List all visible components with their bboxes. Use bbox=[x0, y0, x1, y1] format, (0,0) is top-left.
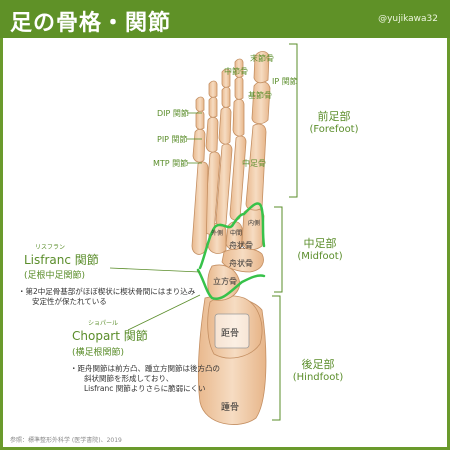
toe3-proximal bbox=[218, 106, 232, 145]
toe4-proximal bbox=[205, 116, 219, 153]
label-ip-joint: IP 関節 bbox=[272, 77, 298, 86]
chopart-subtitle: (横足根関節) bbox=[72, 348, 125, 358]
leader-lines bbox=[109, 112, 202, 331]
toe5-middle bbox=[195, 110, 205, 130]
label-lateral-cuneiform: 外側 bbox=[211, 230, 224, 237]
lisfranc-note: ・第2中足骨基部がほぼ楔状に楔状骨間にはまり込み 安定性が保たれている bbox=[18, 287, 195, 307]
talus-highlight bbox=[214, 313, 250, 349]
chopart-note-line3: Lisfranc 関節よりさらに脆弱にくい bbox=[84, 384, 206, 393]
title-bar: 足の骨格・関節 @yujikawa32 bbox=[0, 0, 450, 38]
joint-lines bbox=[196, 202, 266, 301]
lisfranc-leader bbox=[109, 267, 201, 273]
toe2-proximal bbox=[232, 98, 245, 137]
chopart-note: ・距舟関節は前方凸、踵立方関節は後方凸の 斜状関節を形成しており、 Lisfra… bbox=[70, 364, 220, 394]
toe5-proximal bbox=[192, 128, 206, 163]
label-calcaneus: 踵骨 bbox=[221, 403, 240, 413]
hallux-proximal-phalanx bbox=[251, 81, 271, 124]
label-navicular: 舟状骨 bbox=[229, 241, 253, 250]
lisfranc-note-line1: ・第2中足骨基部がほぼ楔状に楔状骨間にはまり込み bbox=[18, 287, 196, 296]
chopart-note-line1: ・距舟関節は前方凸、踵立方関節は後方凸の bbox=[70, 364, 220, 373]
author-handle: @yujikawa32 bbox=[378, 14, 438, 24]
middle-cuneiform-bone bbox=[225, 221, 243, 250]
toe3-distal bbox=[221, 68, 231, 88]
chopart-ruby: ショパール bbox=[88, 320, 119, 327]
label-middle-phalanx: 中節骨 bbox=[224, 67, 248, 76]
label-mtp-joint: MTP 関節 bbox=[153, 159, 189, 168]
chopart-title: Chopart 関節 bbox=[72, 329, 148, 343]
toe2-distal bbox=[234, 58, 244, 78]
region-hindfoot: 後足部 (Hindfoot) bbox=[288, 356, 348, 383]
label-dip-joint: DIP 関節 bbox=[157, 109, 189, 118]
label-metatarsal: 中足骨 bbox=[242, 159, 266, 168]
source-footnote: 参照：標準整形外科学 (医学書院)、2019 bbox=[10, 437, 122, 444]
region-hindfoot-jp: 後足部 bbox=[301, 358, 335, 371]
toe2-middle bbox=[234, 76, 244, 100]
lisfranc-subtitle: (足根中足関節) bbox=[24, 271, 86, 281]
toe4-distal bbox=[208, 80, 218, 98]
lisfranc-ruby: リスフラン bbox=[35, 244, 66, 251]
region-brackets bbox=[272, 43, 298, 421]
region-hindfoot-en: (Hindfoot) bbox=[292, 372, 344, 383]
forefoot-bracket bbox=[289, 43, 298, 198]
label-navicular-2: 舟状骨 bbox=[229, 259, 253, 268]
label-distal-phalanx: 末節骨 bbox=[250, 54, 274, 63]
chopart-leader bbox=[127, 294, 201, 331]
label-talus: 距骨 bbox=[221, 329, 240, 339]
metatarsal-5-bone bbox=[191, 161, 209, 255]
chopart-note-line2: 斜状関節を形成しており、 bbox=[84, 374, 174, 383]
region-forefoot-jp: 前足部 bbox=[317, 110, 351, 123]
toe3-middle bbox=[221, 86, 231, 108]
label-medial-cuneiform: 内側 bbox=[248, 220, 261, 227]
label-cuboid: 立方骨 bbox=[213, 277, 237, 286]
toe5-distal bbox=[195, 96, 205, 112]
region-midfoot: 中足部 (Midfoot) bbox=[290, 235, 350, 262]
metatarsal-2-bone bbox=[229, 135, 247, 221]
page-title: 足の骨格・関節 bbox=[10, 11, 172, 36]
region-midfoot-en: (Midfoot) bbox=[297, 251, 343, 262]
chopart-joint-line bbox=[196, 268, 266, 301]
hindfoot-bracket bbox=[272, 295, 281, 421]
label-middle-cuneiform: 中間 bbox=[230, 230, 243, 237]
navicular-bone bbox=[221, 248, 264, 273]
region-midfoot-jp: 中足部 bbox=[303, 237, 337, 250]
toe4-middle bbox=[208, 96, 218, 118]
hallux-distal-phalanx bbox=[253, 51, 270, 84]
label-pip-joint: PIP 関節 bbox=[157, 135, 188, 144]
lisfranc-note-line2: 安定性が保たれている bbox=[32, 297, 107, 306]
lisfranc-title: Lisfranc 関節 bbox=[24, 253, 99, 267]
label-proximal-phalanx: 基節骨 bbox=[248, 91, 272, 100]
region-forefoot-en: (Forefoot) bbox=[309, 124, 359, 135]
midfoot-bracket bbox=[274, 206, 283, 293]
region-forefoot: 前足部 (Forefoot) bbox=[304, 108, 364, 135]
lisfranc-joint-line bbox=[198, 202, 266, 270]
